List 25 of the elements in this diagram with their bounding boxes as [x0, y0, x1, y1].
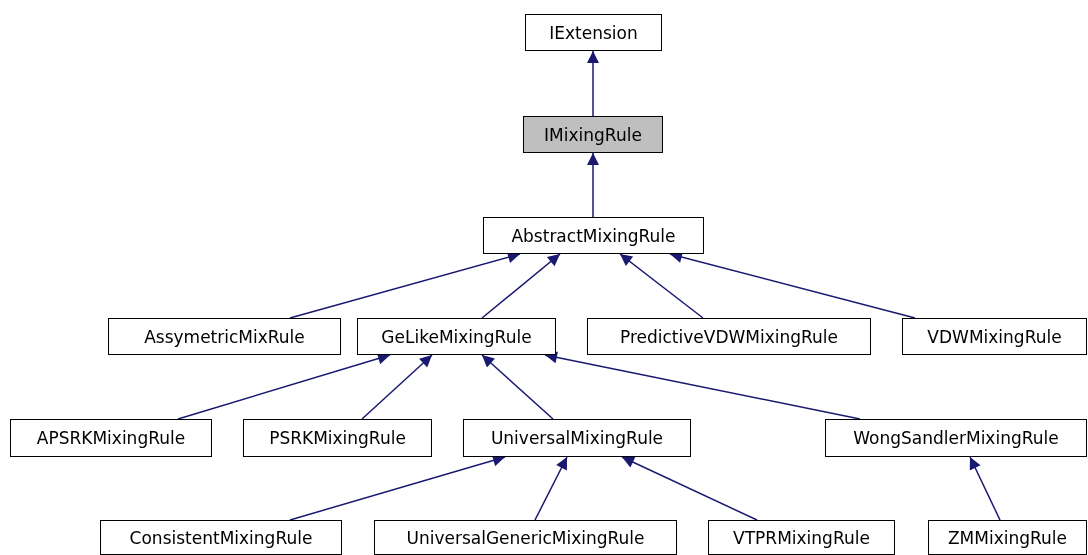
- class-box: ConsistentMixingRule: [100, 520, 342, 555]
- class-box: VTPRMixingRule: [708, 520, 895, 555]
- inheritance-arrow: [587, 50, 599, 117]
- class-box: PredictiveVDWMixingRule: [587, 318, 871, 355]
- class-box: VDWMixingRule: [902, 318, 1087, 355]
- inheritance-arrow: [361, 354, 433, 420]
- inheritance-arrow: [587, 152, 599, 218]
- class-box: AbstractMixingRule: [483, 217, 704, 254]
- class-box: UniversalMixingRule: [463, 419, 691, 457]
- inheritance-arrow: [544, 351, 861, 420]
- inheritance-arrow: [534, 456, 568, 521]
- class-box: IMixingRule: [523, 116, 663, 153]
- inheritance-arrow: [619, 253, 704, 319]
- class-box: APSRKMixingRule: [10, 419, 212, 457]
- class-box: AssymetricMixRule: [108, 318, 341, 355]
- inheritance-arrow: [969, 456, 1001, 521]
- inheritance-arrow: [481, 253, 561, 319]
- class-box: WongSandlerMixingRule: [825, 419, 1087, 457]
- class-box: UniversalGenericMixingRule: [374, 520, 677, 555]
- inheritance-arrow: [621, 456, 758, 521]
- class-box: PSRKMixingRule: [243, 419, 432, 457]
- inheritance-arrow: [481, 354, 554, 420]
- class-box: IExtension: [525, 14, 662, 51]
- class-box: ZMMixingRule: [928, 520, 1087, 555]
- class-box: GeLikeMixingRule: [357, 318, 556, 355]
